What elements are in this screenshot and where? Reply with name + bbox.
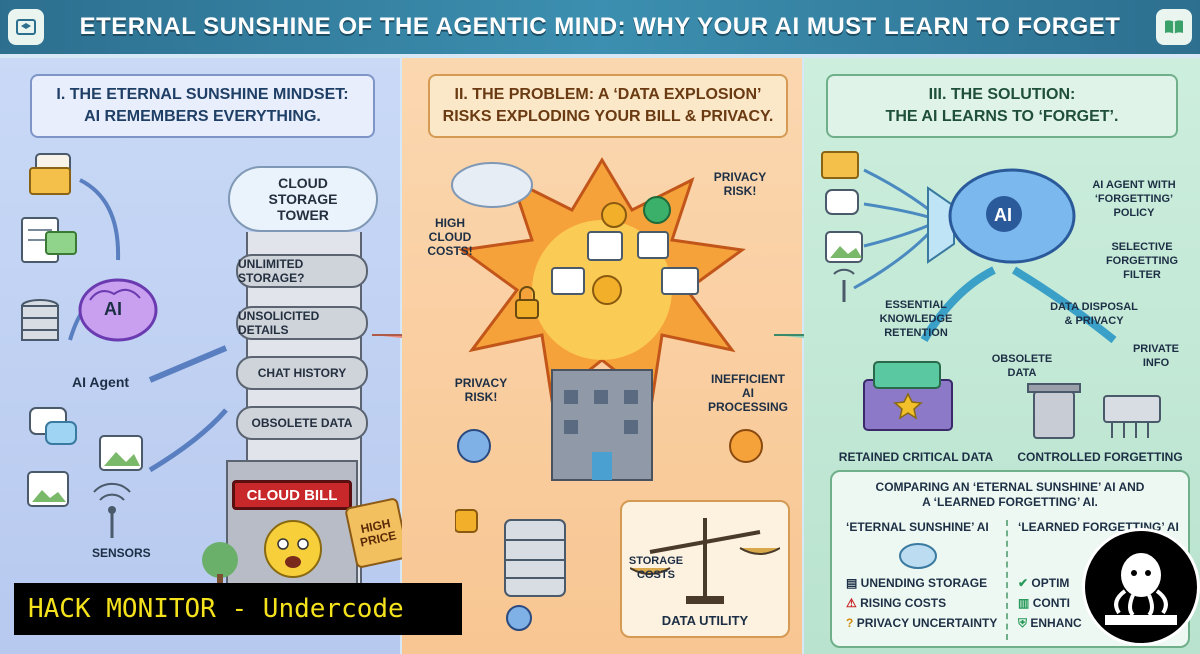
image-icon	[27, 435, 143, 507]
compare-right-item: ▥ CONTI	[1018, 596, 1070, 610]
graduation-cap-icon	[8, 9, 44, 45]
panel3-banner-line1: III. THE SOLUTION:	[928, 86, 1076, 103]
compare-left-item-text: RISING COSTS	[860, 596, 947, 610]
panel1-banner-line2: AI REMEMBERS EVERYTHING.	[84, 108, 321, 125]
storage-costs-label: STORAGE COSTS	[628, 555, 684, 581]
panel1-banner: I. THE ETERNAL SUNSHINE MINDSET: AI REME…	[30, 74, 375, 138]
panel2-banner-line2: RISKS EXPLODING YOUR BILL & PRIVACY.	[442, 108, 774, 125]
folder-icon	[29, 153, 71, 195]
chat-bubble-icon	[29, 407, 77, 445]
compare-right-item-text: CONTI	[1032, 596, 1071, 610]
control-icon: ▥	[1018, 596, 1030, 610]
folder-icon	[821, 151, 859, 179]
disposal-privacy-label: DATA DISPOSAL & PRIVACY	[1050, 301, 1138, 327]
image-icon	[825, 231, 863, 263]
compare-right-item: ✔ OPTIM	[1018, 576, 1069, 590]
panel1-sensors-label: SENSORS	[92, 546, 151, 560]
comparison-title-line1: COMPARING AN ‘ETERNAL SUNSHINE’ AI AND	[875, 480, 1145, 494]
coin-icon	[592, 196, 671, 305]
forgetting-filter-illustration	[821, 151, 1161, 439]
sensor-antenna-icon	[93, 482, 131, 538]
tower-band-unlimited-storage: UNLIMITED STORAGE?	[236, 254, 368, 288]
retained-data-label: RETAINED CRITICAL DATA	[838, 450, 994, 464]
warning-icon: ⚠	[846, 596, 857, 610]
ai-brain-icon	[78, 278, 158, 342]
compare-left-item: ▤ UNENDING STORAGE	[846, 576, 988, 590]
question-icon: ?	[846, 616, 854, 630]
panel3-brain-label: AI	[994, 205, 1012, 225]
document-icon	[21, 217, 77, 263]
tower-band-chat-history: CHAT HISTORY	[236, 356, 368, 390]
database-icon	[21, 299, 59, 341]
ai-brain-icon	[948, 168, 1076, 264]
privacy-risk-left-label: PRIVACY RISK!	[454, 376, 508, 404]
octopus-logo	[1082, 528, 1200, 646]
compare-left-item-text: PRIVACY UNCERTAINTY	[856, 616, 998, 630]
privacy-risk-top-label: PRIVACY RISK!	[713, 170, 767, 198]
panel3-banner-line2: THE AI LEARNS TO ‘FORGET’.	[885, 108, 1119, 125]
sensor-antenna-icon	[833, 268, 855, 302]
balance-scale-icon	[630, 518, 780, 604]
page-title: ETERNAL SUNSHINE OF THE AGENTIC MIND: WH…	[79, 13, 1121, 40]
compare-left-item: ⚠ RISING COSTS	[846, 596, 946, 610]
trash-bin-icon	[1027, 383, 1081, 439]
padlock-icon	[515, 286, 539, 319]
obsolete-data-label: OBSOLETE DATA	[991, 353, 1053, 379]
panel1-agent-label: AI Agent	[72, 374, 130, 390]
shield-check-icon: ⛨	[1018, 616, 1028, 630]
panel1-banner-line1: I. THE ETERNAL SUNSHINE MINDSET:	[56, 86, 349, 103]
comparison-title: COMPARING AN ‘ETERNAL SUNSHINE’ AI AND A…	[832, 480, 1188, 510]
panel1-illustration	[21, 153, 228, 538]
compare-right-item-text: ENHANC	[1030, 616, 1082, 630]
cloud-bill-sign: CLOUD BILL	[232, 480, 352, 510]
column-divider	[1006, 520, 1008, 640]
agent-policy-label: AI AGENT WITH ‘FORGETTING’ POLICY	[1092, 179, 1176, 219]
id-card-icon	[551, 231, 699, 295]
tower-band-unsolicited-details: UNSOLICITED DETAILS	[236, 306, 368, 340]
cloud-storage-tower-label: CLOUD STORAGE TOWER	[268, 175, 338, 223]
private-info-label: PRIVATE INFO	[1132, 343, 1180, 369]
eternal-sunshine-column-head: ‘ETERNAL SUNSHINE’ AI	[846, 520, 989, 534]
panel2-banner: II. THE PROBLEM: A ‘DATA EXPLOSION’ RISK…	[428, 74, 788, 138]
tower-band-obsolete-data: OBSOLETE DATA	[236, 406, 368, 440]
panel3-banner: III. THE SOLUTION: THE AI LEARNS TO ‘FOR…	[826, 74, 1178, 138]
panel2-banner-line1: II. THE PROBLEM: A ‘DATA EXPLOSION’	[454, 86, 762, 103]
selective-filter-label: SELECTIVE FORGETTING FILTER	[1105, 241, 1179, 281]
scale-box: STORAGE COSTS DATA UTILITY	[620, 500, 790, 638]
compare-left-item-text: UNENDING STORAGE	[860, 576, 988, 590]
controlled-forgetting-label: CONTROLLED FORGETTING	[1017, 450, 1183, 464]
panel1-brain-label: AI	[104, 299, 122, 319]
compare-left-item: ? PRIVACY UNCERTAINTY	[846, 616, 997, 630]
header-bar: ETERNAL SUNSHINE OF THE AGENTIC MIND: WH…	[0, 0, 1200, 54]
inefficient-processing-label: INEFFICIENT AI PROCESSING	[707, 372, 788, 414]
shredder-icon	[1103, 395, 1161, 438]
worried-face-icon	[264, 520, 322, 578]
open-book-icon	[1156, 9, 1192, 45]
comparison-title-line2: A ‘LEARNED FORGETTING’ AI.	[922, 495, 1098, 509]
data-explosion-illustration	[451, 157, 746, 481]
cloud-database-icon	[899, 543, 937, 569]
data-utility-label: DATA UTILITY	[661, 613, 749, 628]
essential-retention-label: ESSENTIAL KNOWLEDGE RETENTION	[879, 299, 953, 339]
checkmark-icon: ✔	[1018, 576, 1029, 590]
server-stack-illustration	[455, 509, 566, 631]
high-cloud-costs-label: HIGH CLOUD COSTS!	[427, 216, 473, 258]
hack-monitor-watermark: HACK MONITOR - Undercode	[14, 583, 462, 635]
compare-right-item: ⛨ ENHANC	[1018, 616, 1082, 631]
cloud-storage-tower-cloud: CLOUD STORAGE TOWER	[228, 166, 378, 232]
compare-right-item-text: OPTIM	[1031, 576, 1070, 590]
chat-bubble-icon	[825, 189, 859, 215]
running-figures-illustration	[457, 429, 763, 463]
treasure-box-icon	[863, 361, 953, 431]
